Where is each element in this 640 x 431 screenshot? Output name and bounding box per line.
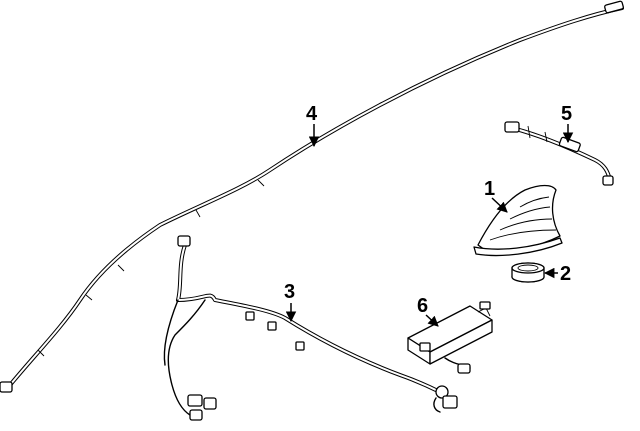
part-2-gasket <box>511 262 545 283</box>
callout-4: 4 <box>306 103 320 148</box>
callout-6: 6 <box>417 295 439 327</box>
callout-5: 5 <box>561 103 574 144</box>
part-6-amplifier-module <box>407 301 493 374</box>
callout-label-1: 1 <box>484 178 495 200</box>
callout-label-5: 5 <box>561 103 572 125</box>
callout-2: 2 <box>543 263 571 285</box>
part-5-cable <box>504 121 614 186</box>
callout-label-6: 6 <box>417 295 428 317</box>
callout-label-2: 2 <box>560 263 571 285</box>
callout-label-3: 3 <box>284 281 295 303</box>
callout-1: 1 <box>484 178 508 213</box>
part-1-shark-fin-antenna <box>473 184 563 257</box>
part-3-harness <box>163 235 458 421</box>
callout-label-4: 4 <box>306 103 318 125</box>
part-4-antenna-cable <box>0 0 624 393</box>
callout-3: 3 <box>284 281 297 323</box>
